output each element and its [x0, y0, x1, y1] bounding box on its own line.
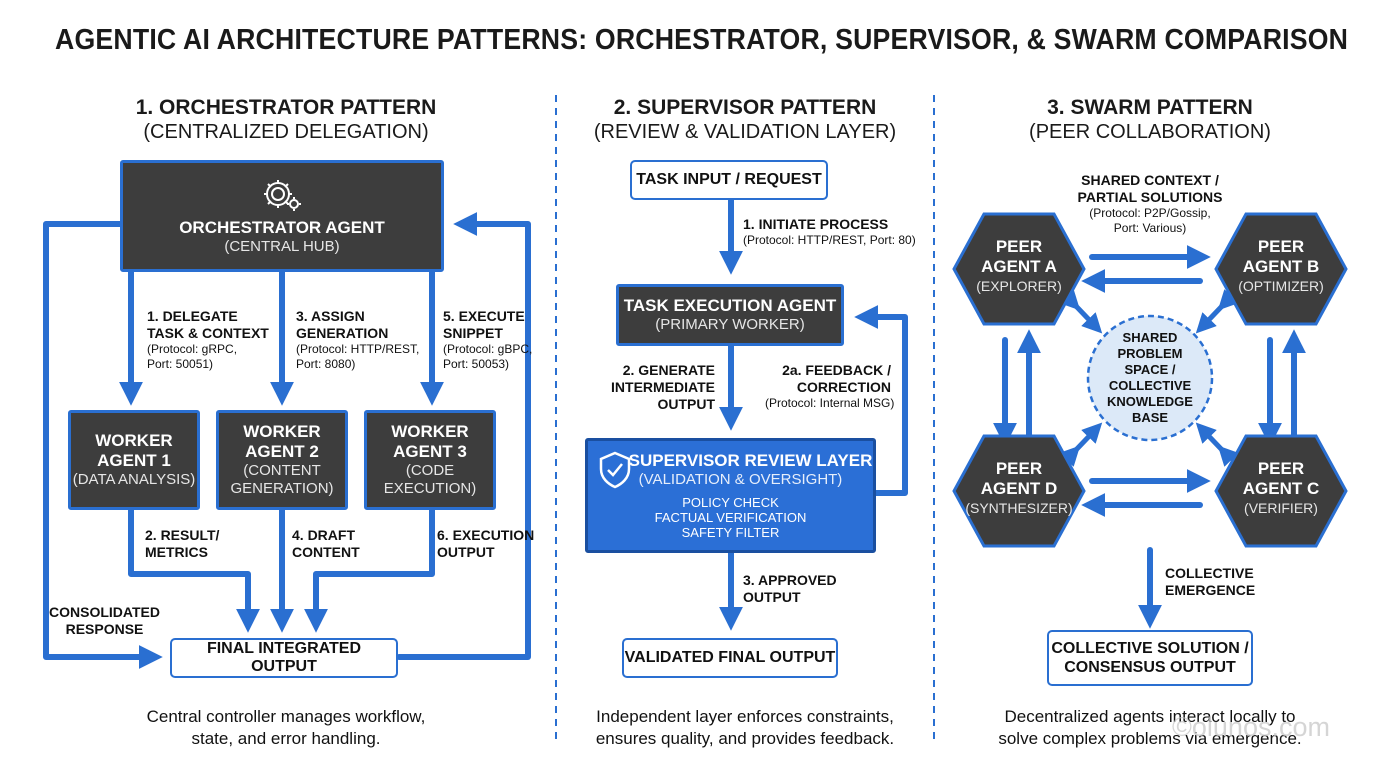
- orchestrator-caption: Central controller manages workflow,stat…: [146, 707, 426, 748]
- orchestrator-section-header: 1. ORCHESTRATOR PATTERN (CENTRALIZED DEL…: [96, 95, 476, 145]
- page-title: AGENTIC AI ARCHITECTURE PATTERNS: ORCHES…: [55, 24, 1349, 56]
- arrow-c-center: [1195, 422, 1239, 467]
- watermark: ©olunos.com: [1172, 712, 1330, 742]
- hex-peer-agent-c: [1214, 434, 1348, 548]
- shield-check-icon: [599, 451, 631, 489]
- worker-agent-1: WORKER AGENT 1 (DATA ANALYSIS): [68, 410, 200, 510]
- worker-agent-3: WORKER AGENT 3 (CODE EXECUTION): [364, 410, 496, 510]
- supervisor-subtitle: (REVIEW & VALIDATION LAYER): [593, 121, 897, 143]
- orchestrator-subtitle: (CENTRALIZED DELEGATION): [143, 121, 429, 143]
- feedback-label: 2a. FEEDBACK /CORRECTION (Protocol: Inte…: [765, 362, 895, 410]
- collective-solution-box: COLLECTIVE SOLUTION / CONSENSUS OUTPUT: [1047, 630, 1253, 686]
- hex-peer-agent-b: [1214, 212, 1348, 326]
- arrow-consolidated-response: [43, 221, 163, 669]
- shared-context-label: SHARED CONTEXT /PARTIAL SOLUTIONS (Proto…: [1077, 172, 1223, 235]
- peer-agent-d-text: PEER AGENT D (SYNTHESIZER): [965, 459, 1073, 516]
- arrow-return-1: [128, 507, 260, 633]
- swarm-caption: Decentralized agents interact locally to…: [998, 707, 1302, 748]
- hex-peer-agent-d: [952, 434, 1086, 548]
- orchestrator-agent-title: ORCHESTRATOR AGENT: [179, 218, 385, 237]
- return-label-1: 2. RESULT/METRICS: [145, 527, 220, 560]
- arrow-d-center: [1059, 422, 1103, 467]
- hex-peer-agent-a: [952, 212, 1086, 326]
- supervisor-caption: Independent layer enforces constraints,e…: [595, 707, 895, 748]
- supervisor-section-header: 2. SUPERVISOR PATTERN (REVIEW & VALIDATI…: [556, 95, 934, 145]
- gear-icon: [264, 180, 301, 211]
- orchestrator-agent-box: ORCHESTRATOR AGENT (CENTRAL HUB): [120, 160, 444, 272]
- validated-final-output-box: VALIDATED FINAL OUTPUT: [622, 638, 838, 678]
- supervisor-title: 2. SUPERVISOR PATTERN: [613, 96, 877, 119]
- arrow-a-center: [1059, 289, 1103, 334]
- swarm-section-header: 3. SWARM PATTERN (PEER COLLABORATION): [960, 95, 1340, 145]
- peer-agent-c-text: PEER AGENT C (VERIFIER): [1242, 459, 1320, 516]
- shared-problem-space-text: SHARED PROBLEM SPACE / COLLECTIVE KNOWLE…: [1107, 330, 1193, 425]
- task-input-box: TASK INPUT / REQUEST: [630, 160, 828, 200]
- initiate-process-label: 1. INITIATE PROCESS (Protocol: HTTP/REST…: [743, 216, 916, 247]
- final-integrated-output-box: FINAL INTEGRATED OUTPUT: [170, 638, 398, 678]
- swarm-subtitle: (PEER COLLABORATION): [1029, 121, 1271, 143]
- peer-agent-b-text: PEER AGENT B (OPTIMIZER): [1238, 237, 1324, 294]
- shared-space-circle: [1086, 314, 1214, 442]
- arrow-return-3: [304, 507, 435, 633]
- orchestrator-agent-subtitle: (CENTRAL HUB): [224, 238, 340, 255]
- arrow-feedback: [854, 305, 908, 496]
- orchestrator-title: 1. ORCHESTRATOR PATTERN: [135, 96, 437, 119]
- task-execution-agent-box: TASK EXECUTION AGENT (PRIMARY WORKER): [616, 284, 844, 346]
- peer-agent-a-text: PEER AGENT A (EXPLORER): [976, 237, 1062, 294]
- swarm-title: 3. SWARM PATTERN: [1047, 96, 1253, 119]
- arrow-loop-back: [396, 212, 531, 660]
- worker-agent-2: WORKER AGENT 2 (CONTENT GENERATION): [216, 410, 348, 510]
- supervisor-review-layer-box: SUPERVISOR REVIEW LAYER (VALIDATION & OV…: [585, 438, 876, 553]
- arrow-b-center: [1195, 289, 1239, 334]
